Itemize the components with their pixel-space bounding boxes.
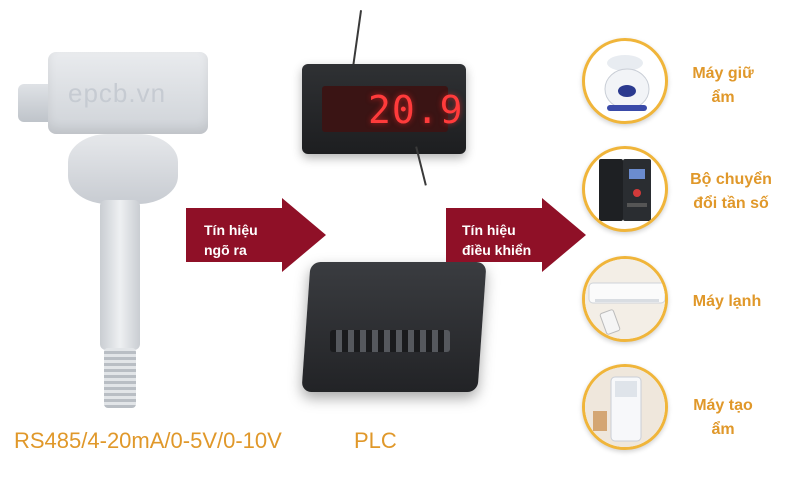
arrow-label-line: Tín hiệu [462, 220, 531, 240]
arrow-label-line: ngõ ra [204, 240, 258, 260]
sensor-probe-tip [104, 348, 136, 408]
device-label-line: ẩm [668, 86, 778, 110]
device-label-inverter: Bộ chuyển đổi tần số [676, 168, 786, 216]
device-label-line: đổi tần số [676, 192, 786, 216]
humidifier-image [582, 38, 668, 124]
device-label-line: Máy tạo [668, 394, 778, 418]
arrow-label-line: điều khiển [462, 240, 531, 260]
plc-unit [301, 262, 486, 392]
inverter-image [582, 146, 668, 232]
dehumidifier-icon [585, 367, 665, 447]
arrow-label-output: Tín hiệu ngõ ra [204, 220, 258, 260]
sensor-watermark: epcb.vn [68, 78, 166, 109]
plc-terminal-block [330, 330, 450, 352]
air-conditioner-icon [585, 259, 665, 339]
air-conditioner-image [582, 256, 668, 342]
device-label-line: Máy lạnh [672, 290, 782, 314]
sensor-output-label: RS485/4-20mA/0-5V/0-10V [14, 428, 282, 454]
device-label-line: Bộ chuyển [676, 168, 786, 192]
device-label-line: Máy giữ [668, 62, 778, 86]
device-label-dehumidifier: Máy tạo ẩm [668, 394, 778, 442]
inverter-icon [585, 149, 665, 229]
plc-label: PLC [354, 428, 397, 454]
arrow-label-line: Tín hiệu [204, 220, 258, 240]
dehumidifier-image [582, 364, 668, 450]
sensor-probe [100, 200, 140, 350]
arrow-label-control: Tín hiệu điều khiển [462, 220, 531, 260]
device-label-air-conditioner: Máy lạnh [672, 290, 782, 314]
display-cable-top [352, 10, 362, 68]
display-reading: 20.9 [368, 88, 464, 132]
device-label-humidifier: Máy giữ ẩm [668, 62, 778, 110]
sensor-flange [68, 134, 178, 204]
humidifier-icon [585, 41, 665, 121]
device-label-line: ẩm [668, 418, 778, 442]
